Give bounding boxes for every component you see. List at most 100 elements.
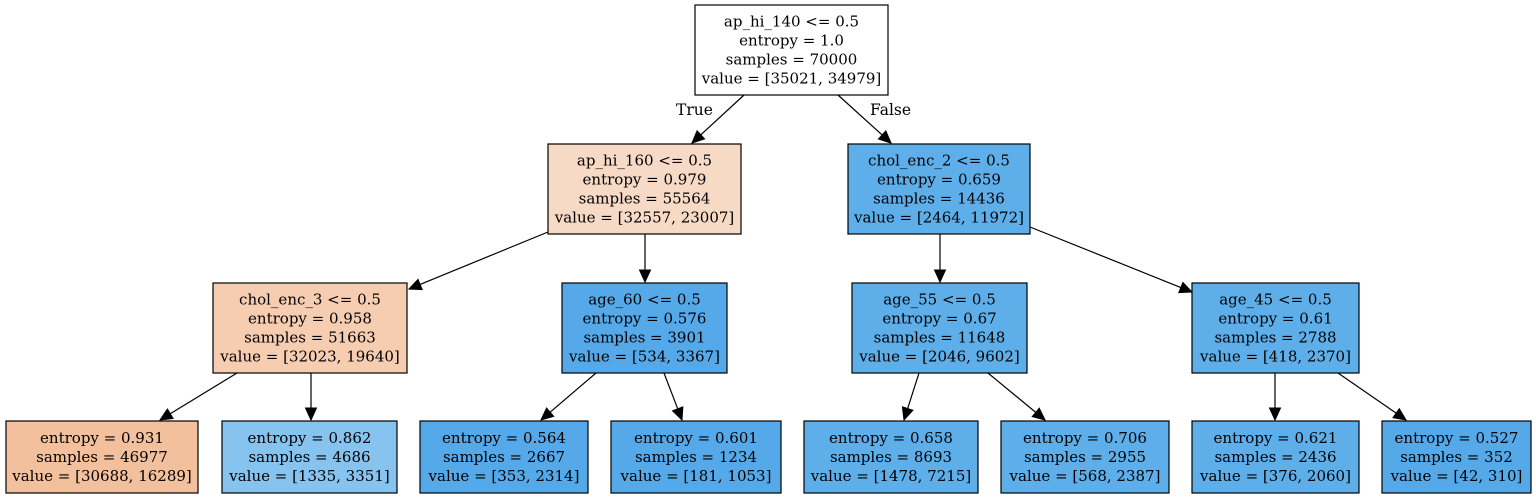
node-line: value = [2464, 11972]	[853, 209, 1024, 227]
node-line: value = [568, 2387]	[1009, 467, 1161, 485]
node-line: samples = 352	[1400, 448, 1513, 466]
node-line: value = [181, 1053]	[620, 467, 772, 485]
arrowhead-icon	[671, 406, 684, 422]
node-line: entropy = 0.564	[442, 429, 566, 447]
node-box	[547, 143, 742, 235]
edge-n1-n3	[407, 231, 549, 291]
arrowhead-icon	[1178, 281, 1194, 294]
node-line: samples = 2667	[443, 448, 565, 466]
node-line: entropy = 0.931	[40, 429, 164, 447]
node-line: ap_hi_160 <= 0.5	[577, 152, 712, 170]
node-line: entropy = 0.958	[248, 310, 372, 328]
arrowhead-icon	[933, 269, 947, 284]
arrowhead-icon	[1031, 407, 1046, 421]
node-box	[419, 420, 589, 494]
node-line: value = [1335, 3351]	[228, 467, 389, 485]
edge-n2-n5	[933, 234, 947, 284]
edge-line	[837, 94, 883, 136]
node-box	[221, 420, 398, 494]
edge-n5-n11	[901, 372, 920, 422]
node-line: value = [353, 2314]	[428, 467, 580, 485]
edge-n4-n9	[540, 372, 597, 421]
edges-layer: True False	[158, 94, 1407, 422]
node-line: chol_enc_3 <= 0.5	[239, 291, 381, 309]
node-box	[847, 143, 1031, 235]
node-line: chol_enc_2 <= 0.5	[868, 152, 1010, 170]
node-line: samples = 1234	[635, 448, 757, 466]
edge-label-false: False	[870, 101, 911, 119]
arrowhead-icon	[407, 278, 423, 291]
node-line: samples = 4686	[248, 448, 370, 466]
edge-label-true: True	[676, 101, 713, 119]
node-line: entropy = 0.61	[1218, 310, 1332, 328]
node-line: age_60 <= 0.5	[588, 291, 701, 309]
node-line: samples = 3901	[583, 329, 705, 347]
node-line: entropy = 0.527	[1395, 429, 1519, 447]
edge-n0-n2: False	[837, 94, 911, 144]
node-line: samples = 14436	[873, 190, 1005, 208]
node-box	[1381, 420, 1532, 494]
edge-n5-n12	[987, 372, 1046, 421]
node-line: ap_hi_140 <= 0.5	[724, 13, 859, 31]
node-line: entropy = 0.979	[583, 171, 707, 189]
arrowhead-icon	[638, 269, 652, 284]
node-box	[694, 4, 889, 96]
node-line: entropy = 1.0	[739, 32, 844, 50]
node-line: entropy = 0.706	[1023, 429, 1147, 447]
node-box	[803, 420, 979, 494]
node-line: value = [2046, 9602]	[858, 348, 1019, 366]
node-line: value = [30688, 16289]	[11, 467, 192, 485]
node-line: value = [376, 2060]	[1199, 467, 1351, 485]
node-line: samples = 11648	[874, 329, 1006, 347]
node-line: samples = 2436	[1214, 448, 1336, 466]
edge-line	[169, 372, 238, 415]
node-line: samples = 51663	[244, 329, 376, 347]
edge-line	[700, 94, 745, 136]
node-line: samples = 46977	[36, 448, 168, 466]
edge-n2-n6	[1029, 226, 1194, 294]
node-line: value = [32023, 19640]	[219, 348, 400, 366]
arrowhead-icon	[691, 129, 706, 144]
arrowhead-icon	[540, 407, 555, 421]
node-box	[561, 282, 728, 374]
node-line: samples = 8693	[830, 448, 952, 466]
node-box	[5, 420, 199, 494]
node-box	[851, 282, 1028, 374]
edge-n4-n10	[663, 372, 684, 422]
node-line: samples = 2955	[1024, 448, 1146, 466]
edge-line	[1337, 372, 1397, 414]
node-line: samples = 55564	[579, 190, 711, 208]
edge-line	[663, 372, 679, 410]
node-line: entropy = 0.67	[882, 310, 996, 328]
node-line: age_45 <= 0.5	[1219, 291, 1332, 309]
edge-line	[907, 372, 920, 409]
node-box	[212, 282, 408, 374]
arrowhead-icon	[1268, 407, 1282, 422]
edge-n0-n1: True	[676, 94, 745, 144]
node-line: entropy = 0.576	[583, 310, 707, 328]
edge-n6-n14	[1337, 372, 1407, 421]
edge-line	[1029, 226, 1182, 289]
arrowhead-icon	[901, 406, 914, 422]
node-box	[1191, 282, 1360, 374]
node-box	[1000, 420, 1170, 494]
arrowhead-icon	[158, 408, 174, 421]
node-line: entropy = 0.621	[1214, 429, 1338, 447]
node-line: value = [534, 3367]	[568, 348, 720, 366]
edge-n3-n8	[304, 373, 318, 422]
node-line: entropy = 0.601	[634, 429, 758, 447]
